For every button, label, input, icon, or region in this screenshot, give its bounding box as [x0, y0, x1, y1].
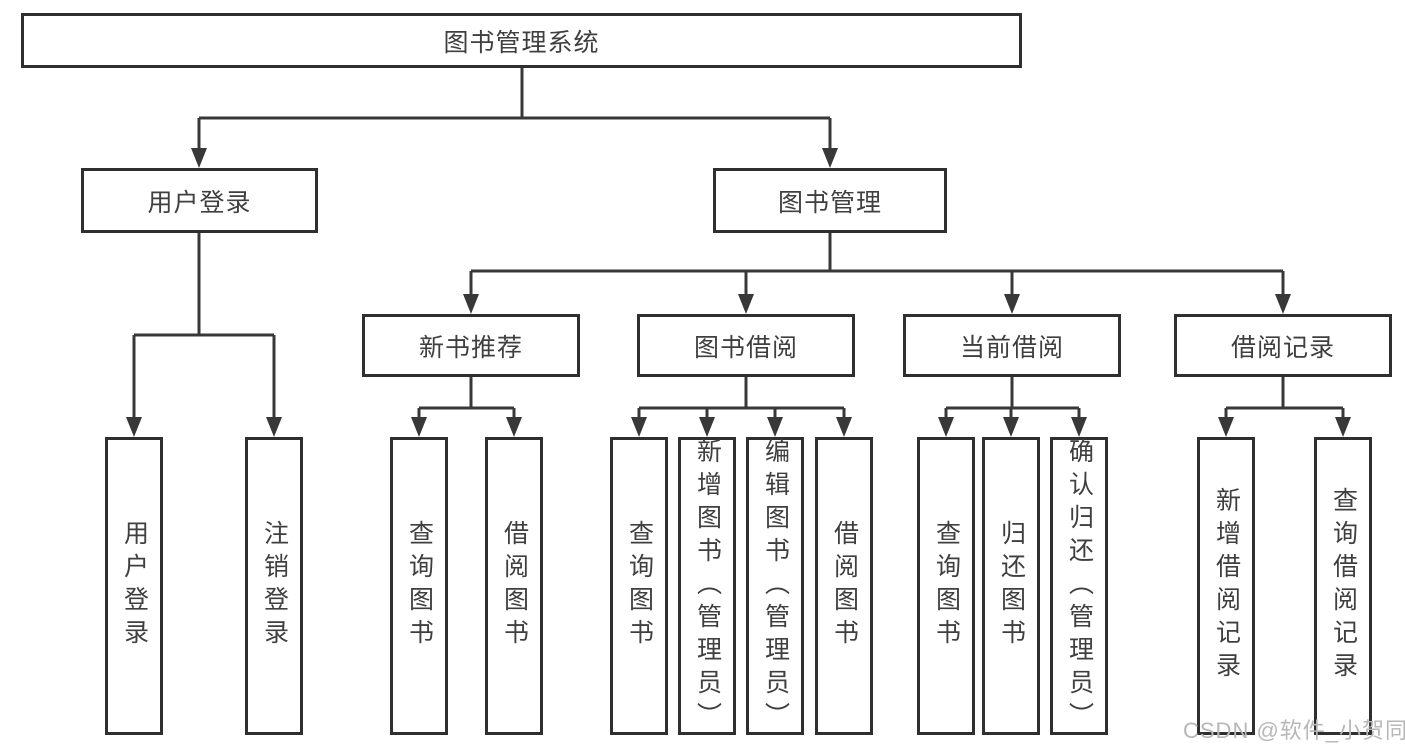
node-label: 图书管理系统 [443, 28, 600, 57]
leaf-return-books: 归还图书 [982, 437, 1040, 735]
leaf-label: 用户登录 [120, 520, 149, 652]
node-label: 借阅记录 [1230, 333, 1335, 362]
leaf-query-borrow-record: 查询借阅记录 [1314, 437, 1372, 735]
leaf-add-books-admin: 新增图书（管理员） [678, 437, 736, 735]
node-label: 用户登录 [147, 188, 252, 217]
node-user-login: 用户登录 [81, 168, 318, 233]
leaf-label: 借阅图书 [500, 520, 529, 652]
csdn-watermark: CSDN @软件_小贺同学 [1183, 718, 1405, 743]
node-book-management: 图书管理 [713, 168, 947, 233]
leaf-query-books-borrow: 查询图书 [610, 437, 668, 735]
leaf-label: 查询图书 [405, 520, 434, 652]
leaf-label: 借阅图书 [830, 520, 859, 652]
leaf-query-books-current: 查询图书 [917, 437, 975, 735]
leaf-label: 确认归还（管理员） [1065, 437, 1094, 735]
leaf-label: 查询图书 [932, 520, 961, 652]
leaf-user-login: 用户登录 [105, 437, 163, 735]
leaf-query-books-recommend: 查询图书 [390, 437, 448, 735]
leaf-label: 新增图书（管理员） [693, 437, 722, 735]
leaf-edit-books-admin: 编辑图书（管理员） [746, 437, 804, 735]
leaf-logout-login: 注销登录 [245, 437, 303, 735]
node-label: 新书推荐 [418, 333, 523, 362]
leaf-borrow-books-recommend: 借阅图书 [485, 437, 543, 735]
leaf-label: 注销登录 [260, 520, 289, 652]
leaf-label: 归还图书 [997, 520, 1026, 652]
node-library-management-system: 图书管理系统 [21, 13, 1022, 68]
leaf-borrow-books-borrow: 借阅图书 [815, 437, 873, 735]
leaf-label: 新增借阅记录 [1212, 487, 1241, 685]
leaf-label: 查询借阅记录 [1329, 487, 1358, 685]
node-borrow-records: 借阅记录 [1174, 314, 1392, 377]
node-label: 图书管理 [777, 188, 882, 217]
leaf-label: 查询图书 [625, 520, 654, 652]
node-current-borrow: 当前借阅 [903, 314, 1121, 377]
node-label: 图书借阅 [693, 333, 798, 362]
node-new-book-recommend: 新书推荐 [362, 314, 580, 377]
leaf-add-borrow-record: 新增借阅记录 [1197, 437, 1255, 735]
node-book-borrow: 图书借阅 [637, 314, 855, 377]
leaf-label: 编辑图书（管理员） [761, 437, 790, 735]
leaf-confirm-return-admin: 确认归还（管理员） [1050, 437, 1108, 735]
node-label: 当前借阅 [959, 333, 1064, 362]
